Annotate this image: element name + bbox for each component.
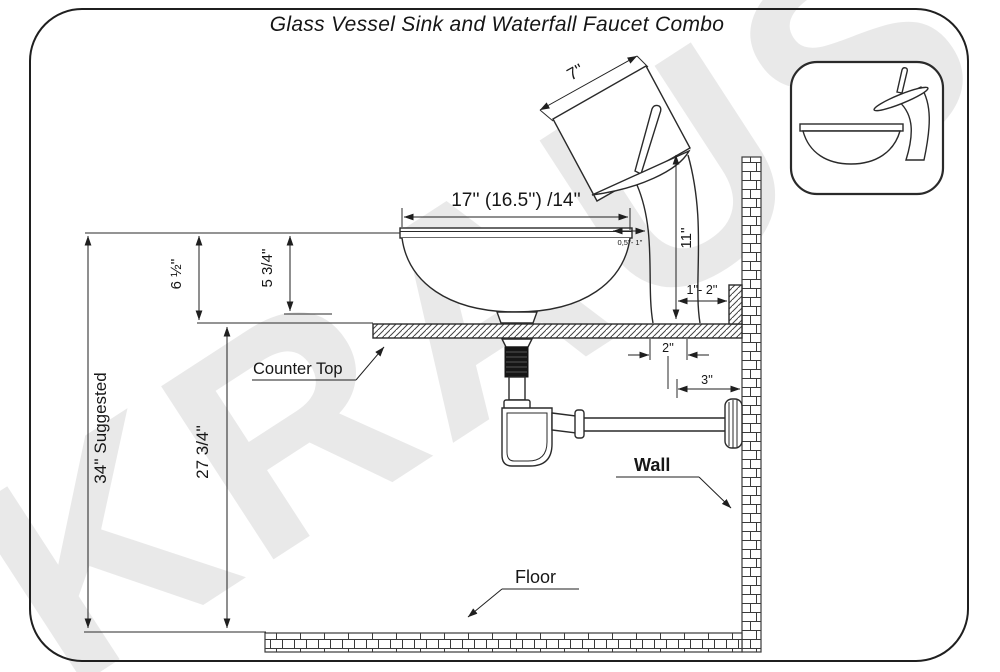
floor-label: Floor — [515, 567, 556, 587]
dimension-sink-height: 5 3/4'' — [259, 235, 294, 312]
drain-thread-ridges — [506, 351, 527, 373]
drain-flange — [500, 338, 534, 348]
wall-bricks — [741, 156, 762, 653]
dimension-hole-to-wall-label: 3'' — [701, 373, 713, 387]
drain-assembly — [500, 338, 743, 467]
dimension-hole-width-label: 2'' — [662, 341, 674, 355]
thumbnail-faucet-plate — [873, 86, 929, 112]
dimension-rim-to-counter: 6 ½'' — [168, 235, 203, 321]
dimension-faucet-to-wall: 1''- 2'' — [677, 283, 728, 305]
callout-wall: Wall — [616, 455, 732, 509]
thumbnail-faucet-handle — [896, 67, 909, 94]
thumbnail-sink-bowl — [802, 130, 901, 165]
dimension-rim-to-counter-label: 6 ½'' — [168, 258, 185, 289]
bottle-trap-body — [501, 407, 553, 467]
wall-label: Wall — [634, 455, 670, 475]
dimension-hole-width: 2'' — [628, 339, 709, 389]
floor-bricks — [264, 632, 743, 653]
counter-top-label: Counter Top — [253, 360, 343, 378]
dimension-sink-diameter: 17'' (16.5'') /14'' — [401, 190, 631, 230]
dimension-sink-diameter-label: 17'' (16.5'') /14'' — [451, 190, 581, 211]
sink-base-ring — [496, 311, 538, 324]
sink-faucet-thumbnail — [789, 60, 945, 196]
dimension-sink-height-label: 5 3/4'' — [259, 248, 276, 287]
thumbnail-sink-rim — [799, 123, 904, 132]
callout-floor: Floor — [467, 567, 579, 618]
escutcheon-ridges — [728, 400, 738, 448]
callout-counter-top: Counter Top — [252, 346, 385, 381]
thumbnail-faucet-body — [894, 86, 930, 161]
dimension-spout-height: 11'' — [672, 154, 695, 320]
dimension-under-counter-label: 27 3/4'' — [193, 425, 212, 479]
faucet-stand-right-curve — [687, 154, 701, 324]
dimension-spout-height-label: 11'' — [678, 227, 695, 248]
diagram-title: Glass Vessel Sink and Waterfall Faucet C… — [270, 13, 724, 36]
sink-rim — [399, 227, 633, 239]
faucet-spout-plate — [591, 149, 691, 196]
bottle-trap-inner-line — [506, 412, 548, 462]
faucet-handle — [634, 104, 662, 175]
vessel-sink — [399, 227, 633, 324]
dimension-under-counter-height: 27 3/4'' — [193, 326, 231, 629]
trap-outlet-cone — [551, 412, 577, 434]
faucet-stand-left-curve — [636, 184, 654, 324]
dimension-hole-to-wall: 3'' — [676, 373, 741, 398]
dimension-counter-height-label: 34'' Suggested — [91, 372, 110, 483]
drain-tailpiece — [508, 376, 526, 401]
dimension-rim-gap-label: 0,5''- 1'' — [618, 238, 643, 247]
backsplash-block — [728, 284, 743, 325]
pipe-coupling — [574, 409, 585, 439]
dimension-rim-to-faucet-gap: 0,5''- 1'' — [612, 227, 646, 247]
dimension-faucet-to-wall-label: 1''- 2'' — [686, 283, 717, 297]
diagram-border — [29, 8, 969, 662]
dimension-counter-height: 34'' Suggested — [84, 235, 110, 629]
counter-top-slab — [372, 323, 743, 339]
